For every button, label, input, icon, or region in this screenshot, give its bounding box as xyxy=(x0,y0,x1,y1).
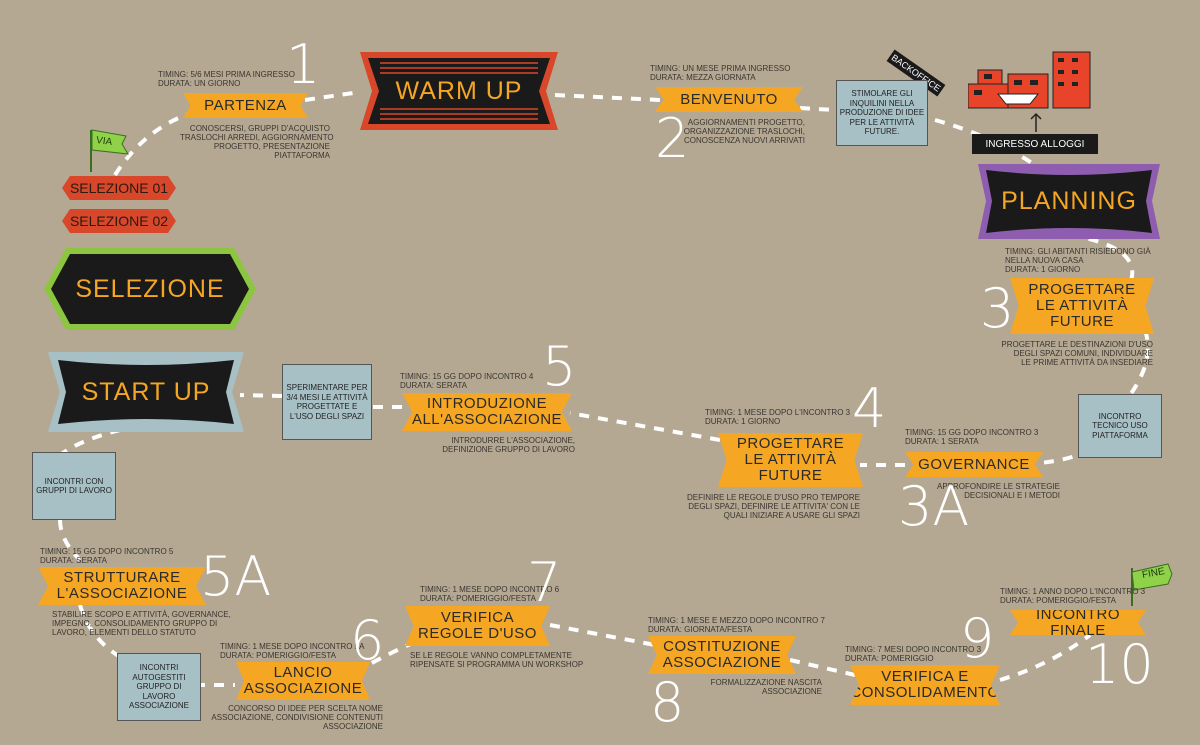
step-1-title: PARTENZA xyxy=(204,96,287,114)
step-3a-governance[interactable]: GOVERNANCE xyxy=(905,452,1043,477)
path-4-5 xyxy=(569,411,721,442)
ingresso-alloggi-tag: INGRESSO ALLOGGI xyxy=(972,134,1098,154)
step-5-introduzione[interactable]: INTRODUZIONE ALL'ASSOCIAZIONE xyxy=(402,393,572,431)
step-6-lancio[interactable]: LANCIO ASSOCIAZIONE xyxy=(236,662,370,700)
step-10-number: 10 xyxy=(1085,633,1154,696)
step-2-benvenuto[interactable]: BENVENUTO xyxy=(655,87,803,112)
phase-selezione-label: SELEZIONE xyxy=(75,274,225,303)
path-box-startup xyxy=(239,393,283,398)
box-incontro-tecnico: INCONTRO TECNICO USO PIATTAFORMA xyxy=(1078,394,1162,458)
step-5a-description: STABILIRE SCOPO E ATTIVITÀ, GOVERNANCE,I… xyxy=(52,610,231,637)
path-incontri-5a xyxy=(58,519,82,562)
flag-icon xyxy=(1131,563,1173,606)
phase-selezione: SELEZIONE xyxy=(44,248,256,330)
phase-warm-up-label: WARM UP xyxy=(395,76,523,105)
step-5-number: 5 xyxy=(542,335,577,398)
path-sel-1 xyxy=(113,106,211,177)
start-flag-label: VIA xyxy=(95,134,113,149)
arrow-up-icon xyxy=(1030,112,1042,132)
step-4-number: 4 xyxy=(852,377,887,440)
step-10-title: INCONTRO FINALE xyxy=(1036,605,1120,639)
step-3-progettare[interactable]: PROGETTARE LE ATTIVITÀ FUTURE xyxy=(1010,278,1154,334)
path-7-8 xyxy=(549,623,656,647)
step-5a-number: 5A xyxy=(200,545,272,608)
step-5-description: INTRODURRE L'ASSOCIAZIONE,DEFINIZIONE GR… xyxy=(442,436,575,454)
building-illustration xyxy=(967,44,1098,110)
path-building-planning xyxy=(934,118,1037,167)
phase-planning-label: PLANNING xyxy=(1001,187,1137,215)
step-6-number: 6 xyxy=(350,609,385,672)
selection-01: SELEZIONE 01 xyxy=(62,176,176,200)
start-flag: VIA xyxy=(88,128,133,173)
step-2-number: 2 xyxy=(655,107,690,170)
step-7-verifica[interactable]: VERIFICA REGOLE D'USO xyxy=(405,606,550,646)
step-7-number: 7 xyxy=(527,551,562,614)
selection-02: SELEZIONE 02 xyxy=(62,209,176,233)
box-incontri-gruppi: INCONTRI CON GRUPPI DI LAVORO xyxy=(32,452,116,520)
path-warmup-2 xyxy=(554,93,661,102)
building-icon xyxy=(967,51,1091,109)
phase-warm-up: WARM UP xyxy=(360,52,558,130)
path-2-building xyxy=(799,106,836,112)
step-1-number: 1 xyxy=(286,33,321,96)
phase-start-up-label: START UP xyxy=(81,377,211,406)
step-9-number: 9 xyxy=(960,607,995,670)
box-sperimentare: SPERIMENTARE PER 3/4 MESI LE ATTIVITÀ PR… xyxy=(282,364,372,440)
box-stimolare: STIMOLARE GLI INQUILINI NELLA PRODUZIONE… xyxy=(836,80,928,146)
flag-icon xyxy=(90,129,129,172)
step-10-incontro-finale[interactable]: INCONTRO FINALE xyxy=(1010,610,1146,635)
path-3-tecnico xyxy=(1128,329,1150,397)
path-9-10 xyxy=(999,633,1092,682)
step-2-description: AGGIORNAMENTI PROGETTO,ORGANIZZAZIONE TR… xyxy=(683,118,805,145)
phase-planning: PLANNING xyxy=(978,164,1160,239)
step-3a-title: GOVERNANCE xyxy=(918,455,1030,473)
step-3a-number: 3A xyxy=(898,475,970,538)
end-flag: FINE xyxy=(1128,562,1176,607)
step-4-progettare[interactable]: PROGETTARE LE ATTIVITÀ FUTURE xyxy=(718,433,863,487)
phase-start-up: START UP xyxy=(48,352,244,432)
step-3-number: 3 xyxy=(980,277,1015,340)
step-8-costituzione[interactable]: COSTITUZIONE ASSOCIAZIONE xyxy=(648,636,796,674)
step-2-title: BENVENUTO xyxy=(680,90,778,108)
path-1-warmup xyxy=(304,90,361,102)
step-1-partenza[interactable]: PARTENZA xyxy=(183,93,308,118)
step-9-verifica-consolidamento[interactable]: VERIFICA E CONSOLIDAMENTO xyxy=(850,665,1000,705)
box-incontri-autogestiti: INCONTRI AUTOGESTITI GRUPPO DI LAVORO AS… xyxy=(117,653,201,721)
step-5a-strutturare[interactable]: STRUTTURARE L'ASSOCIAZIONE xyxy=(38,567,206,605)
step-8-number: 8 xyxy=(650,671,685,734)
